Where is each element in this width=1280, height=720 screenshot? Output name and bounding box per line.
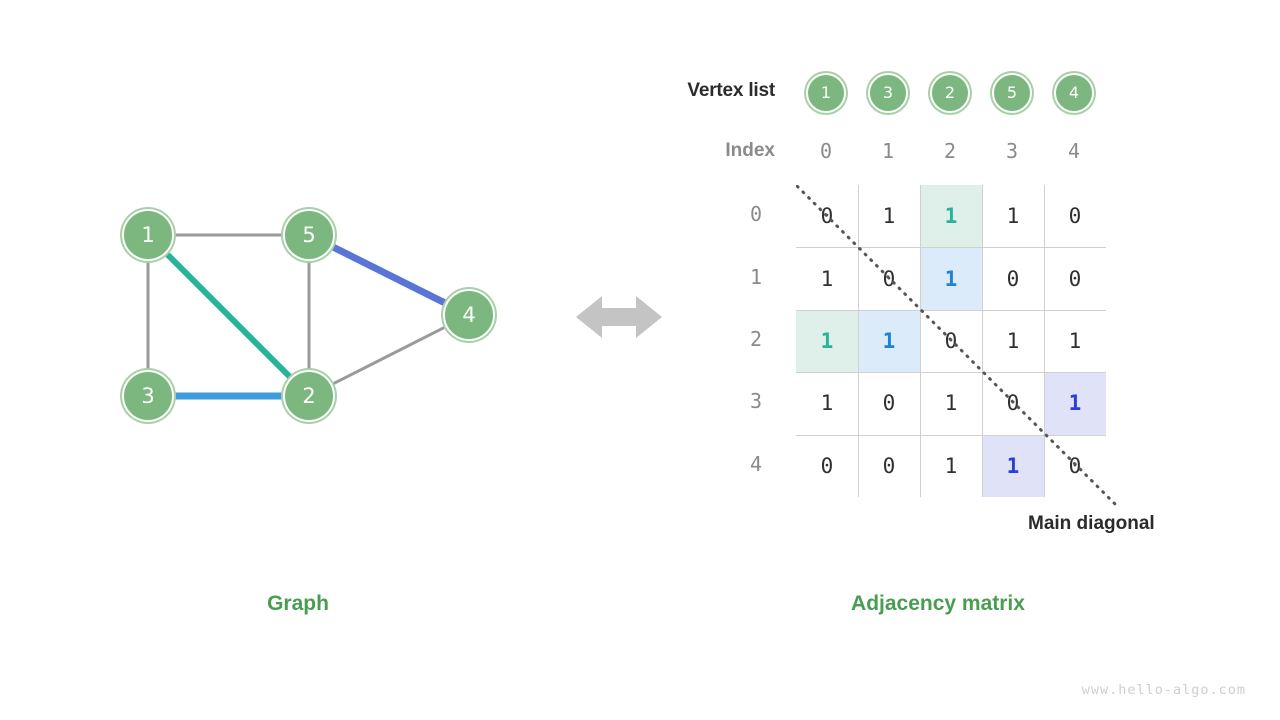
matrix-cell-1-3[interactable]: 0: [1006, 266, 1020, 291]
matrix-cell-1-1[interactable]: 0: [882, 266, 896, 291]
graph-node-4[interactable]: 4: [443, 289, 495, 341]
vertex-chip-3[interactable]: 3: [868, 73, 908, 113]
column-index-2: 2: [943, 139, 957, 163]
matrix-cell-4-3[interactable]: 1: [982, 434, 1044, 497]
matrix-cell-2-4[interactable]: 1: [1068, 328, 1082, 353]
main-diagonal-label: Main diagonal: [1028, 513, 1155, 534]
matrix-cell-1-2[interactable]: 1: [920, 247, 982, 310]
column-index-3: 3: [1005, 139, 1019, 163]
graph-node-5[interactable]: 5: [283, 209, 335, 261]
graph-caption: Graph: [267, 592, 329, 615]
column-index-4: 4: [1067, 139, 1081, 163]
row-index-2: 2: [749, 327, 763, 351]
matrix-cell-4-1[interactable]: 0: [882, 453, 896, 478]
matrix-cell-0-4[interactable]: 0: [1068, 204, 1082, 229]
matrix-cell-3-0[interactable]: 1: [820, 391, 834, 416]
graph-node-1[interactable]: 1: [122, 209, 174, 261]
matrix-cell-4-4[interactable]: 0: [1068, 453, 1082, 478]
column-index-1: 1: [881, 139, 895, 163]
matrix-cell-2-2[interactable]: 0: [944, 328, 958, 353]
matrix-cell-4-2[interactable]: 1: [944, 453, 958, 478]
matrix-cell-1-4[interactable]: 0: [1068, 266, 1082, 291]
matrix-cell-3-4[interactable]: 1: [1044, 372, 1106, 435]
matrix-cell-3-1[interactable]: 0: [882, 391, 896, 416]
index-label: Index: [725, 140, 775, 161]
vertex-list-label: Vertex list: [687, 80, 775, 101]
adjacency-matrix-caption: Adjacency matrix: [851, 592, 1025, 615]
matrix-cell-0-1[interactable]: 1: [882, 204, 896, 229]
vertex-chip-2[interactable]: 2: [930, 73, 970, 113]
row-index-3: 3: [749, 389, 763, 414]
graph-edges-layer: [146, 233, 450, 400]
matrix-cell-3-2[interactable]: 1: [944, 391, 958, 416]
matrix-cell-0-3[interactable]: 1: [1006, 204, 1020, 229]
vertex-chip-1[interactable]: 1: [806, 73, 846, 113]
bidirectional-arrow-icon: [576, 292, 662, 342]
matrix-cell-0-0[interactable]: 0: [820, 204, 834, 229]
row-index-0: 0: [749, 202, 763, 227]
matrix-cell-1-0[interactable]: 1: [820, 266, 834, 291]
graph-panel: 1 5 4 3 2: [0, 0, 560, 650]
vertex-chip-5[interactable]: 5: [992, 73, 1032, 113]
matrix-cell-2-3[interactable]: 1: [1006, 328, 1020, 353]
row-index-1: 1: [749, 264, 763, 289]
matrix-cell-4-0[interactable]: 0: [820, 453, 834, 478]
matrix-cell-2-1[interactable]: 1: [858, 309, 920, 373]
column-index-0: 0: [819, 139, 833, 163]
matrix-cell-2-0[interactable]: 1: [796, 309, 858, 373]
row-index-4: 4: [749, 451, 763, 476]
graph-edge: [329, 324, 449, 387]
watermark: www.hello-algo.com: [1081, 682, 1246, 698]
graph-node-2[interactable]: 2: [283, 370, 335, 422]
graph-node-3[interactable]: 3: [122, 370, 174, 422]
graph-edge: [162, 249, 295, 382]
graph-edge: [328, 242, 450, 308]
matrix-cell-3-3[interactable]: 0: [1006, 391, 1020, 416]
matrix-cell-0-2[interactable]: 1: [920, 185, 982, 248]
vertex-chip-4[interactable]: 4: [1054, 73, 1094, 113]
